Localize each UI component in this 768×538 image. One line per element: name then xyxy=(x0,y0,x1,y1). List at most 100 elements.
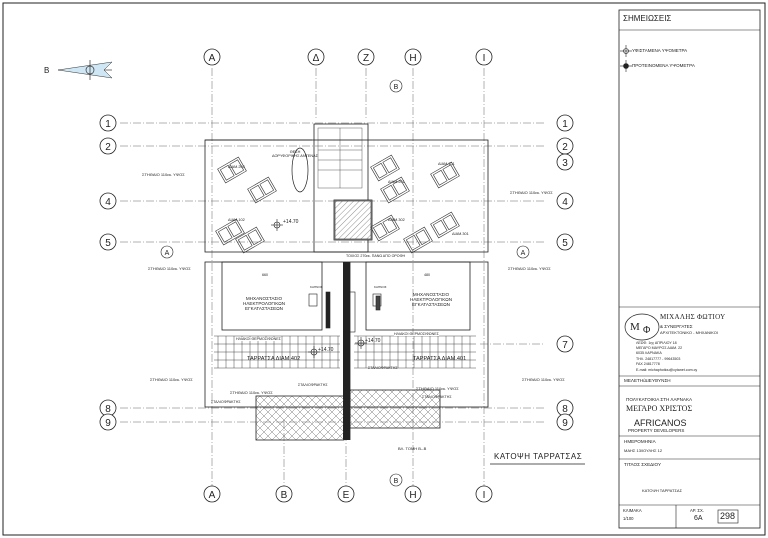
ac-units-upper xyxy=(215,154,460,254)
label-apt302: ΔΙΑΜ.302 xyxy=(388,218,405,222)
svg-text:M: M xyxy=(630,321,640,333)
label-dim-660: 660 xyxy=(262,273,268,277)
section-mark-a-left: A xyxy=(165,250,170,257)
grid-col-bot-1: A xyxy=(209,490,216,501)
sheet-number: 298 xyxy=(720,511,736,521)
legend-symbols xyxy=(620,45,632,72)
label-parapet-left-1: ΣΤΗΘΑΙΟ 110εκ. ΥΨΟΣ xyxy=(142,172,185,177)
label-mech-left: ΜΗΧΑΝΟΣΤΑΣΙΟ ΗΛΕΚΤΡΟΛΟΓΙΚΩΝ ΕΓΚΑΤΑΣΤΑΣΕΩ… xyxy=(243,296,286,311)
address-1: ΛΕΩΦ. 1ης ΑΠΡΙΛΙΟΥ 18 xyxy=(636,341,677,345)
firm-name: ΜΙΧΑΛΗΣ ΦΩΤΙΟΥ xyxy=(660,313,726,321)
label-section-bb: ΒΛ. ΤΟΜΗ Β--Β xyxy=(398,446,427,451)
grid-row-left-2: 2 xyxy=(105,142,111,153)
scale-value: 1/100 xyxy=(623,516,634,521)
label-apt101: ΔΙΑΜ.101 xyxy=(438,162,455,166)
legend-proposed: ΠΡΟΤΕΙΝΟΜΕΝΑ ΥΨΟΜΕΤΡΑ xyxy=(632,63,695,68)
notes-heading: ΣΗΜΕΙΩΣΕΙΣ xyxy=(623,14,672,23)
label-terrace-right: ΤΑΡΡΑΤΣΑ ΔΙΑΜ.401 xyxy=(413,356,467,362)
grid-col-bot-3: E xyxy=(343,490,350,501)
scale-heading: ΚΛΙΜΑΚΑ xyxy=(623,508,642,513)
grid-row-right-3: 3 xyxy=(562,158,568,169)
label-apt301: ΔΙΑΜ.301 xyxy=(452,232,469,236)
grid-row-left-3: 4 xyxy=(105,197,111,208)
label-level-2: +14.70 xyxy=(318,347,334,353)
label-parapet-left-2: ΣΤΗΘΑΙΟ 110εκ. ΥΨΟΣ xyxy=(148,266,191,271)
hatched-block-left xyxy=(255,395,345,441)
grid-col-bot-5: I xyxy=(483,490,486,501)
title-block-frame xyxy=(618,9,761,529)
label-level-1: +14.70 xyxy=(283,219,299,225)
project-line: ΠΟΛΥΚΑΤΟΙΚΙΑ ΣΤΗ ΛΑΡΝΑΚΑ xyxy=(626,397,693,402)
date-heading: ΗΜΕΡΟΜΗΝΙΑ xyxy=(624,439,656,444)
label-parapet-mid-1: ΣΤΗΘΑΙΟ 110εκ. ΥΨΟΣ xyxy=(230,390,273,395)
grid-row-right-8: 9 xyxy=(562,418,568,429)
solar-ticks xyxy=(217,336,471,368)
grid-lines xyxy=(120,68,545,487)
grid-row-right-1: 1 xyxy=(562,119,568,130)
label-level-3: +14.70 xyxy=(365,338,381,344)
grid-bubble-labels: A Δ Z H I A B E H I 1 2 4 5 8 9 1 2 3 4 … xyxy=(105,53,568,501)
grid-col-bot-4: H xyxy=(409,490,416,501)
grid-col-top-4: H xyxy=(409,53,416,64)
label-vent-1: ΚΑΠΝΟΣ xyxy=(310,285,323,289)
north-arrow-icon: B xyxy=(44,60,113,80)
grid-row-right-5: 5 xyxy=(562,238,568,249)
grid-row-left-4: 5 xyxy=(105,238,111,249)
label-terrace-left: ΤΑΡΡΑΤΣΑ ΔΙΑΜ.402 xyxy=(247,356,301,362)
sheet-heading: ΑΡ. ΣΧ. xyxy=(690,508,704,513)
date-value: ΜΑΗΣ 13/ΙΟΥΛΗΣ 12 xyxy=(624,448,663,453)
vents xyxy=(308,291,382,333)
label-parapet-right-1: ΣΤΗΘΑΙΟ 110εκ. ΥΨΟΣ xyxy=(510,190,553,195)
client-sub: PROPERTY DEVELOPERS xyxy=(628,428,685,433)
label-skylight-1: ΣΤΑΛΙΟΦΡΑΚΤΗΣ xyxy=(298,383,328,387)
stair xyxy=(317,127,363,189)
legend-existing: ΥΦΙΣΤΑΜΕΝΑ ΥΨΟΜΕΤΡΑ xyxy=(632,48,688,53)
drawing-value: ΚΑΤΟΨΗ ΤΑΡΡΑΤΣΑΣ xyxy=(642,488,683,493)
project-name: ΜΕΓΑΡΟ ΧΡΙΣΤΟΣ xyxy=(626,404,693,413)
address-3: 6035 ΛΑΡΝΑΚΑ xyxy=(636,351,662,355)
grid-col-top-5: I xyxy=(483,53,486,64)
grid-row-left-1: 1 xyxy=(105,119,111,130)
section-mark-b-top: B xyxy=(394,84,399,91)
label-apt201: ΔΙΑΜ.201 xyxy=(388,180,405,184)
label-parapet-left-3: ΣΤΗΘΑΙΟ 110εκ. ΥΨΟΣ xyxy=(150,377,193,382)
grid-row-left-6: 9 xyxy=(105,418,111,429)
label-solar-right: ΗΛΙΑΚΟΙ ΘΕΡΜΟΣΙΦΩΝΕΣ xyxy=(394,332,439,336)
core-hatch xyxy=(334,200,372,240)
email: E-mail: michaphotiou@cytanet.com.cy xyxy=(636,368,698,372)
grid-col-bot-2: B xyxy=(281,490,288,501)
drawing-heading: ΤΙΤΛΟΣ ΣΧΕΔΙΟΥ xyxy=(624,462,662,467)
solar-rows xyxy=(214,335,476,369)
label-apt102: ΔΙΑΜ.102 xyxy=(228,218,245,222)
label-dim-480: 480 xyxy=(424,273,430,277)
grid-row-right-4: 4 xyxy=(562,197,568,208)
label-roof-beam: ΤΟΙΧΟΣ 270εκ. ΠΑΝΩ ΑΠΟ ΟΡΟΦΗ xyxy=(346,254,406,258)
hatched-block-right xyxy=(349,389,441,429)
grid-row-left-5: 8 xyxy=(105,404,111,415)
label-apt203: ΔΙΑΜ.203 xyxy=(228,165,245,169)
section-mark-b-bottom: B xyxy=(394,478,399,485)
section-marks xyxy=(160,79,530,487)
grid-col-top-3: Z xyxy=(363,53,369,64)
fax: FAX 24817778 xyxy=(636,362,660,366)
label-skylight-4: ΣΤΑΛΙΟΦΡΑΚΤΗΣ xyxy=(422,395,452,399)
label-parapet-right-2: ΣΤΗΘΑΙΟ 110εκ. ΥΨΟΣ xyxy=(508,266,551,271)
label-skylight-3: ΣΤΑΛΙΟΦΡΑΚΤΗΣ xyxy=(211,400,241,404)
label-solar-left: ΗΛΙΑΚΟΙ ΘΕΡΜΟΣΙΦΩΝΕΣ xyxy=(236,337,281,341)
grid-col-top-2: Δ xyxy=(313,53,320,64)
firm-logo: M Φ xyxy=(624,313,660,341)
label-skylight-2: ΣΤΑΛΙΟΦΡΑΚΤΗΣ xyxy=(368,366,398,370)
section-mark-a-right: A xyxy=(521,250,526,257)
label-vent-2: ΚΑΠΝΟΣ xyxy=(374,285,387,289)
grid-col-top-1: A xyxy=(209,53,216,64)
title-block-dividers xyxy=(619,29,760,528)
sheet-value: 6A xyxy=(694,515,703,522)
drawing-title: ΚΑΤΟΨΗ ΤΑΡΡΑΤΣΑΣ xyxy=(494,452,583,461)
firm-sub-2: ΑΡΧΙΤΕΚΤΟΝΙΚΟ - ΜΗΧΑΝΙΚΟΙ xyxy=(660,330,718,335)
svg-text:Φ: Φ xyxy=(643,325,650,336)
grid-row-right-2: 2 xyxy=(562,142,568,153)
core-wall-dark xyxy=(343,262,350,440)
grid-row-right-7: 8 xyxy=(562,404,568,415)
